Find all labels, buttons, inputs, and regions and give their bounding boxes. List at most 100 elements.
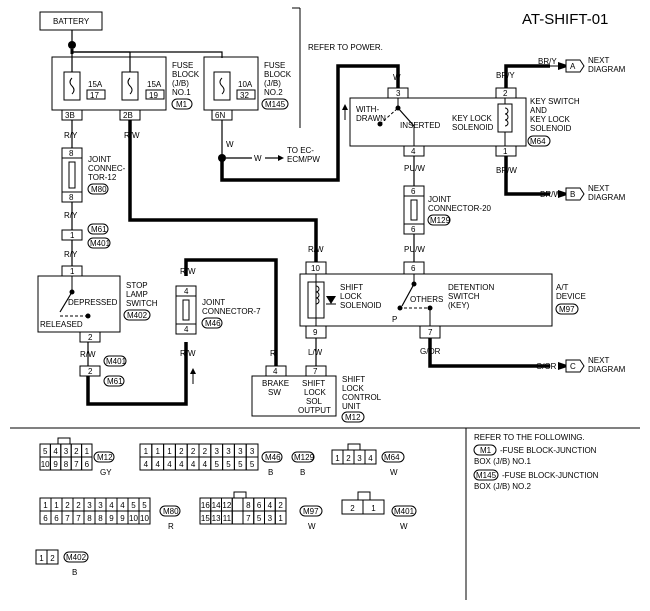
connector-pin-label: 2: [179, 447, 184, 456]
svg-text:INSERTED: INSERTED: [400, 121, 441, 130]
connector-pin-label: 5: [43, 447, 48, 456]
svg-text:PU/W: PU/W: [404, 164, 425, 173]
svg-text:(J/B): (J/B): [264, 79, 281, 88]
svg-text:KEY LOCK: KEY LOCK: [452, 114, 493, 123]
svg-text:CONNEC-: CONNEC-: [88, 164, 126, 173]
connector-pin-label: 3: [214, 447, 219, 456]
connector-pin-label: 5: [214, 460, 219, 469]
connector-pin-label: 5: [250, 460, 255, 469]
svg-text:L/W: L/W: [308, 348, 323, 357]
connector-pin: [231, 497, 244, 512]
svg-text:8: 8: [69, 149, 74, 158]
svg-text:6: 6: [411, 225, 416, 234]
svg-text:LOCK: LOCK: [340, 292, 362, 301]
svg-text:W: W: [393, 73, 401, 82]
connector-pin-label: 13: [212, 514, 221, 523]
svg-text:4: 4: [184, 325, 189, 334]
svg-text:BLOCK: BLOCK: [264, 70, 292, 79]
svg-text:BLOCK: BLOCK: [172, 70, 200, 79]
svg-text:A: A: [570, 62, 576, 71]
svg-text:M129: M129: [294, 453, 315, 462]
connector-pin-label: 3: [357, 454, 362, 463]
svg-text:FUSE: FUSE: [172, 61, 193, 70]
connector-pin-label: 4: [191, 460, 196, 469]
svg-text:BOX (J/B) NO.2: BOX (J/B) NO.2: [474, 482, 531, 491]
svg-text:BR/Y: BR/Y: [496, 71, 515, 80]
svg-text:JOINT: JOINT: [88, 155, 111, 164]
svg-text:NEXT: NEXT: [588, 184, 609, 193]
svg-text:W: W: [308, 522, 316, 531]
svg-text:R/W: R/W: [124, 131, 140, 140]
svg-text:NO.2: NO.2: [264, 88, 283, 97]
svg-text:6N: 6N: [215, 111, 225, 120]
svg-text:B: B: [300, 468, 305, 477]
connector-pin-label: 9: [109, 514, 114, 523]
connector-pin-label: 2: [350, 504, 355, 513]
refer-list: REFER TO THE FOLLOWING. M1 -FUSE BLOCK-J…: [473, 433, 599, 491]
svg-text:2: 2: [88, 333, 93, 342]
svg-text:BR/W: BR/W: [540, 190, 561, 199]
svg-text:DEPRESSED: DEPRESSED: [68, 298, 118, 307]
svg-text:(KEY): (KEY): [448, 301, 470, 310]
connector-pin-label: 2: [76, 501, 81, 510]
connector-pin-label: 2: [74, 447, 79, 456]
svg-text:7: 7: [313, 367, 318, 376]
svg-text:2B: 2B: [123, 111, 133, 120]
svg-text:JOINT: JOINT: [202, 298, 225, 307]
svg-text:DRAWN: DRAWN: [356, 114, 386, 123]
connector-pin-label: 1: [43, 501, 48, 510]
svg-text:2: 2: [503, 89, 508, 98]
svg-text:SOL: SOL: [306, 397, 323, 406]
connector-pin-label: 8: [64, 460, 69, 469]
connector-pin-label: 3: [87, 501, 92, 510]
connector-pin: [46, 549, 59, 565]
connector-pin-label: 6: [54, 514, 59, 523]
fuse-block-2: 10A 32 6N FUSE BLOCK (J/B) NO.2 M145: [203, 56, 292, 121]
svg-text:SHIFT: SHIFT: [342, 375, 365, 384]
svg-text:SHIFT: SHIFT: [340, 283, 363, 292]
svg-text:M12: M12: [97, 453, 113, 462]
svg-text:CONTROL: CONTROL: [342, 393, 382, 402]
svg-text:4: 4: [411, 147, 416, 156]
svg-text:R/W: R/W: [308, 245, 324, 254]
svg-text:3: 3: [396, 89, 401, 98]
connector-pin-label: 8: [87, 514, 92, 523]
connector-pin-label: 10: [41, 460, 50, 469]
connector-pin: [138, 510, 151, 525]
svg-text:G/OR: G/OR: [420, 347, 441, 356]
svg-text:NEXT: NEXT: [588, 356, 609, 365]
svg-text:BOX (J/B) NO.1: BOX (J/B) NO.1: [474, 457, 531, 466]
svg-text:R: R: [270, 349, 276, 358]
svg-text:B: B: [570, 190, 575, 199]
connector-pin: [274, 510, 287, 525]
connector-pin-label: 12: [222, 501, 231, 510]
connector-pin-label: 2: [65, 501, 70, 510]
svg-text:7: 7: [428, 328, 433, 337]
connector-pin-label: 5: [131, 501, 136, 510]
svg-text:M46: M46: [265, 453, 281, 462]
svg-text:A/T: A/T: [556, 283, 569, 292]
svg-text:R/Y: R/Y: [64, 211, 78, 220]
joint-connector-12: 8 8 JOINT CONNEC- TOR-12 M80: [61, 147, 126, 203]
svg-text:M64: M64: [530, 137, 546, 146]
connector-pin-label: 1: [85, 447, 90, 456]
svg-text:-FUSE BLOCK-JUNCTION: -FUSE BLOCK-JUNCTION: [500, 446, 597, 455]
connector-pin-label: 6: [257, 501, 262, 510]
svg-text:W: W: [226, 140, 234, 149]
connector-pin-label: 4: [167, 460, 172, 469]
svg-text:W: W: [254, 154, 262, 163]
connector-pin-label: 4: [53, 447, 58, 456]
svg-text:BR/W: BR/W: [496, 166, 517, 175]
connector-pin-label: 4: [155, 460, 160, 469]
connector-pin: [362, 499, 385, 515]
svg-text:32: 32: [240, 91, 249, 100]
svg-text:-FUSE BLOCK-JUNCTION: -FUSE BLOCK-JUNCTION: [502, 471, 599, 480]
svg-text:(J/B): (J/B): [172, 79, 189, 88]
connector-pin-label: 7: [76, 514, 81, 523]
connector-pin: [81, 456, 93, 471]
svg-text:M145: M145: [476, 471, 497, 480]
